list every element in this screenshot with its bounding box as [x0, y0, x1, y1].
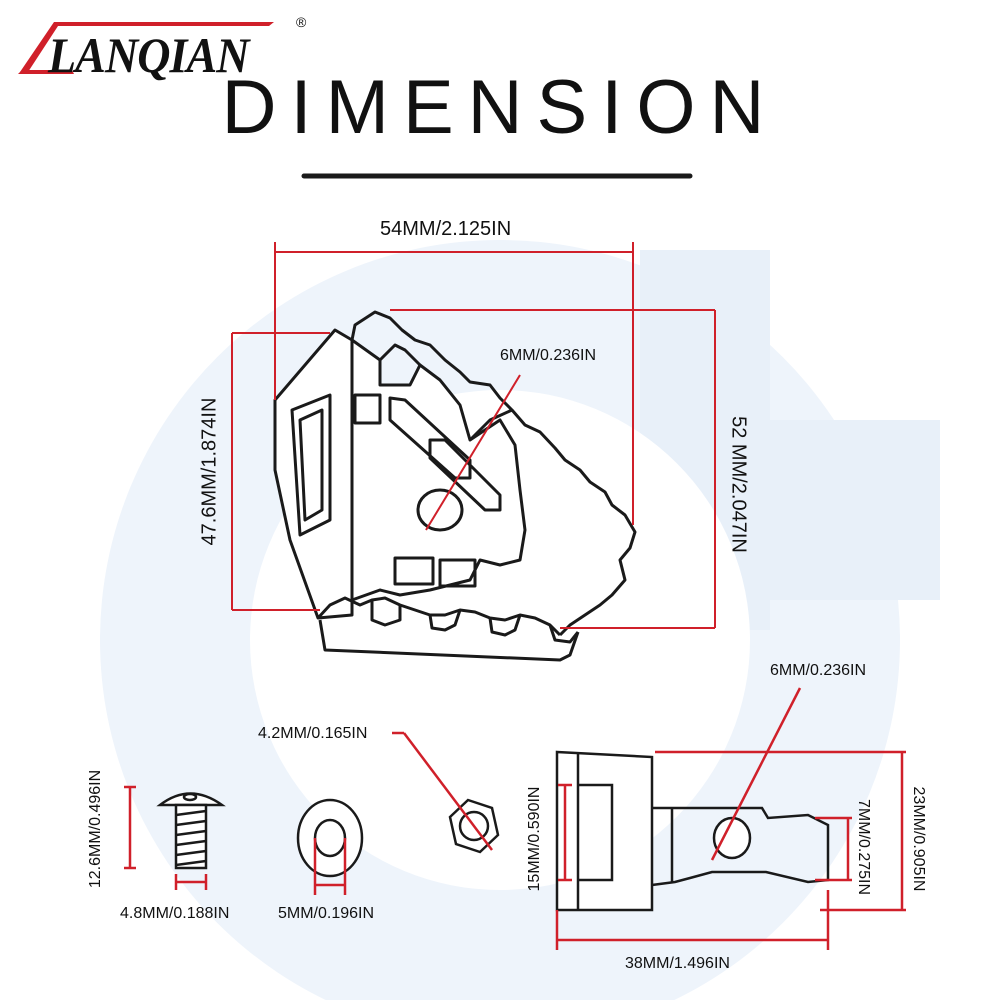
hole-leader-line [425, 374, 521, 531]
registered-mark: ® [296, 14, 307, 30]
bracket-hole-label: 6MM/0.236IN [770, 662, 867, 679]
screw-outline [156, 792, 226, 870]
hole-label: 6MM/0.236IN [500, 347, 597, 364]
screw-dimensions [124, 785, 208, 890]
logo-swoosh-icon [18, 22, 274, 74]
washer-dimensions [313, 838, 347, 895]
washer-diameter-label: 5MM/0.196IN [278, 905, 375, 922]
nut-dimensions [392, 731, 493, 851]
screw-diameter-label: 4.8MM/0.188IN [120, 905, 230, 922]
page-title: DIMENSION [221, 65, 779, 150]
bracket-inner-height-label: 15MM/0.590IN [526, 786, 543, 892]
bracket-dimensions [555, 687, 906, 950]
nut-size-label: 4.2MM/0.165IN [258, 725, 368, 742]
bracket-length-label: 38MM/1.496IN [625, 955, 730, 972]
title-underline [301, 173, 693, 179]
brand-logo: LANQIAN ® [14, 14, 314, 84]
bracket-total-height-label: 23MM/0.905IN [910, 786, 927, 892]
main-part-outline [273, 310, 637, 662]
bracket-tab-height-label: 7MM/0.275IN [855, 798, 872, 896]
width-label: 54MM/2.125IN [380, 218, 512, 240]
logo-text: LANQIAN [48, 27, 250, 83]
bracket-outline [555, 750, 830, 912]
